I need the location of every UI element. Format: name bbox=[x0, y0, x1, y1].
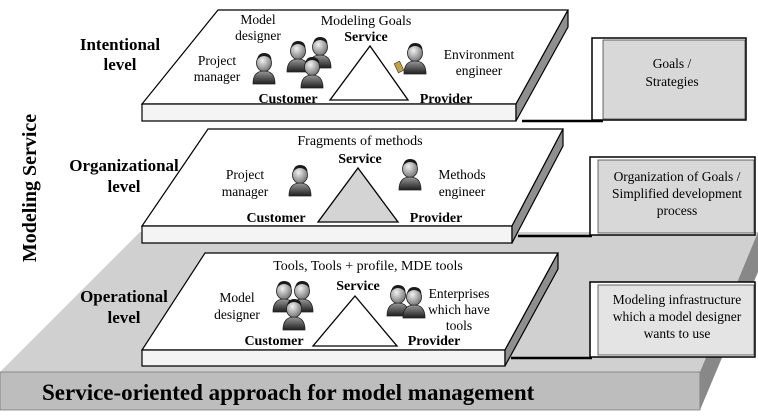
provider-role: Environment bbox=[444, 47, 515, 62]
service-label: Service bbox=[344, 30, 388, 45]
intentional-level-plate bbox=[140, 9, 570, 122]
customer-label: Customer bbox=[244, 334, 303, 349]
customer-role: Project bbox=[226, 167, 264, 182]
side-box-text-line2: which a model designer bbox=[613, 309, 742, 324]
side-box-text: Goals / bbox=[653, 56, 692, 71]
side-box-text-line2: Strategies bbox=[645, 74, 698, 89]
side-box-goals: Goals / Strategies bbox=[591, 37, 747, 121]
service-triangle bbox=[328, 44, 410, 101]
customer-label: Customer bbox=[258, 92, 317, 107]
operational-level-name: Operational level bbox=[80, 287, 168, 327]
customer-role-line2: designer bbox=[214, 307, 260, 322]
customer-role-2-line2: designer bbox=[235, 28, 281, 43]
level-name-suffix: level bbox=[107, 177, 140, 196]
modeling-service-label: Modeling Service bbox=[19, 114, 41, 262]
side-box-text: Organization of Goals / bbox=[614, 169, 741, 184]
service-object: Modeling Goals bbox=[321, 14, 412, 29]
engineer-icon bbox=[393, 42, 427, 75]
organizational-level-name: Organizational level bbox=[69, 156, 179, 196]
customer-role-line2: manager bbox=[222, 184, 269, 199]
customer-role: Project bbox=[198, 53, 236, 68]
level-name-suffix: level bbox=[107, 308, 140, 327]
side-box-text-line3: process bbox=[657, 203, 698, 218]
side-box-text-line2: Simplified development bbox=[612, 186, 742, 201]
customer-role-2: Model bbox=[240, 12, 275, 27]
provider-role-line2: engineer bbox=[439, 184, 486, 199]
side-box-infrastructure: Modeling infrastructure which a model de… bbox=[589, 281, 756, 358]
side-box-organization: Organization of Goals / Simplified devel… bbox=[589, 156, 756, 236]
provider-role-line2: which have bbox=[428, 302, 490, 317]
bottom-title: Service-oriented approach for model mana… bbox=[42, 380, 535, 405]
service-object: Fragments of methods bbox=[297, 134, 422, 149]
customer-label: Customer bbox=[246, 211, 305, 226]
provider-role: Methods bbox=[438, 167, 485, 182]
service-triangle bbox=[311, 294, 399, 347]
side-box-text-line3: wants to use bbox=[644, 326, 711, 341]
side-box-text: Modeling infrastructure bbox=[613, 292, 742, 307]
provider-label: Provider bbox=[410, 211, 463, 226]
service-label: Service bbox=[338, 152, 382, 167]
provider-role: Enterprises bbox=[429, 286, 490, 301]
customer-role: Model bbox=[219, 290, 254, 305]
level-name: Intentional bbox=[80, 35, 161, 54]
organizational-level-plate bbox=[140, 128, 564, 244]
service-triangle bbox=[316, 166, 400, 223]
operational-level-plate bbox=[140, 252, 560, 367]
intentional-level-name: Intentional level bbox=[80, 35, 161, 74]
level-name: Operational bbox=[80, 287, 168, 306]
provider-role-line3: tools bbox=[446, 318, 472, 333]
level-name-suffix: level bbox=[103, 55, 136, 74]
provider-label: Provider bbox=[408, 334, 461, 349]
customer-role-line2: manager bbox=[194, 69, 241, 84]
provider-role-line2: engineer bbox=[456, 63, 503, 78]
service-object: Tools, Tools + profile, MDE tools bbox=[273, 259, 463, 274]
service-label: Service bbox=[336, 279, 380, 294]
level-name: Organizational bbox=[69, 156, 179, 175]
provider-label: Provider bbox=[420, 92, 473, 107]
